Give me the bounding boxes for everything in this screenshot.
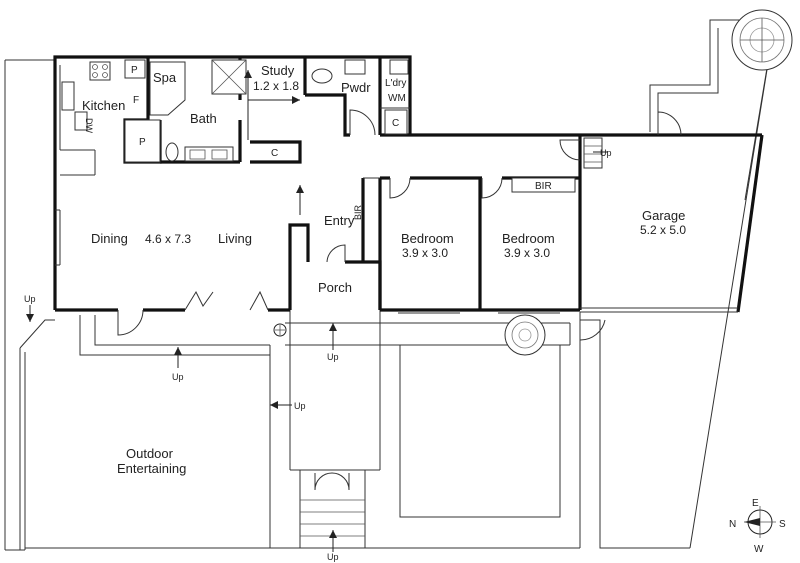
compass-icon: [744, 506, 776, 538]
dining-label: Dining: [91, 231, 128, 246]
garage-dimensions: 5.2 x 5.0: [640, 223, 686, 237]
up-porch-label: Up: [327, 352, 339, 362]
living-label: Living: [218, 231, 252, 246]
compass-e: E: [752, 498, 759, 509]
living-dimensions: 4.6 x 7.3: [145, 232, 191, 246]
shrub-icon: [504, 314, 546, 356]
compass-n: N: [729, 519, 736, 530]
up-garage-label: Up: [600, 148, 612, 158]
terrace-paths: [79, 310, 571, 549]
fridge-label: F: [133, 95, 139, 106]
study-dimensions: 1.2 x 1.8: [253, 79, 299, 93]
fixture-labels: P P F DW C C BIR BIR: [84, 65, 552, 220]
spa-label: Spa: [153, 70, 177, 85]
arrows: [26, 70, 608, 552]
garage-steps: [583, 137, 603, 169]
study-label: Study: [261, 63, 295, 78]
cupboard-bath-label: C: [271, 148, 278, 159]
wm-label: WM: [388, 93, 406, 104]
bedroom-2-dimensions: 3.9 x 3.0: [504, 246, 550, 260]
room-labels: Kitchen Spa Bath Study 1.2 x 1.8 Pwdr L'…: [82, 63, 686, 476]
bedroom-2-label: Bedroom: [502, 231, 555, 246]
dishwasher-label: DW: [84, 118, 94, 133]
up-terrace-label: Up: [172, 372, 184, 382]
bedroom-1-dimensions: 3.9 x 3.0: [402, 246, 448, 260]
doors: [117, 109, 682, 341]
ldry-label: L'dry: [385, 78, 406, 89]
compass-s: S: [779, 519, 786, 530]
bir-bed2-label: BIR: [535, 181, 552, 192]
bir-entry-label: BIR: [353, 204, 363, 220]
entry-label: Entry: [324, 213, 355, 228]
compass-letters: N E S W: [729, 498, 786, 555]
step-labels: Up Up Up Up Up Up: [24, 148, 612, 562]
tap-icon: [273, 323, 287, 337]
site-boundary: [4, 19, 776, 551]
bath-label: Bath: [190, 111, 217, 126]
pantry-label-1: P: [131, 65, 138, 76]
up-bottom-label: Up: [327, 552, 339, 562]
cupboard-ldry-label: C: [392, 118, 399, 129]
outdoor-label-line1: Outdoor: [126, 446, 174, 461]
bedroom-1-label: Bedroom: [401, 231, 454, 246]
up-left-label: Up: [24, 294, 36, 304]
garage-label: Garage: [642, 208, 685, 223]
porch-label: Porch: [318, 280, 352, 295]
outdoor-label-line2: Entertaining: [117, 461, 186, 476]
tree-icon: [731, 9, 793, 71]
kitchen-label: Kitchen: [82, 98, 125, 113]
pwdr-label: Pwdr: [341, 80, 371, 95]
fixtures: [61, 59, 576, 193]
up-side-label: Up: [294, 401, 306, 411]
pantry-label-2: P: [139, 137, 146, 148]
compass-w: W: [754, 544, 764, 555]
